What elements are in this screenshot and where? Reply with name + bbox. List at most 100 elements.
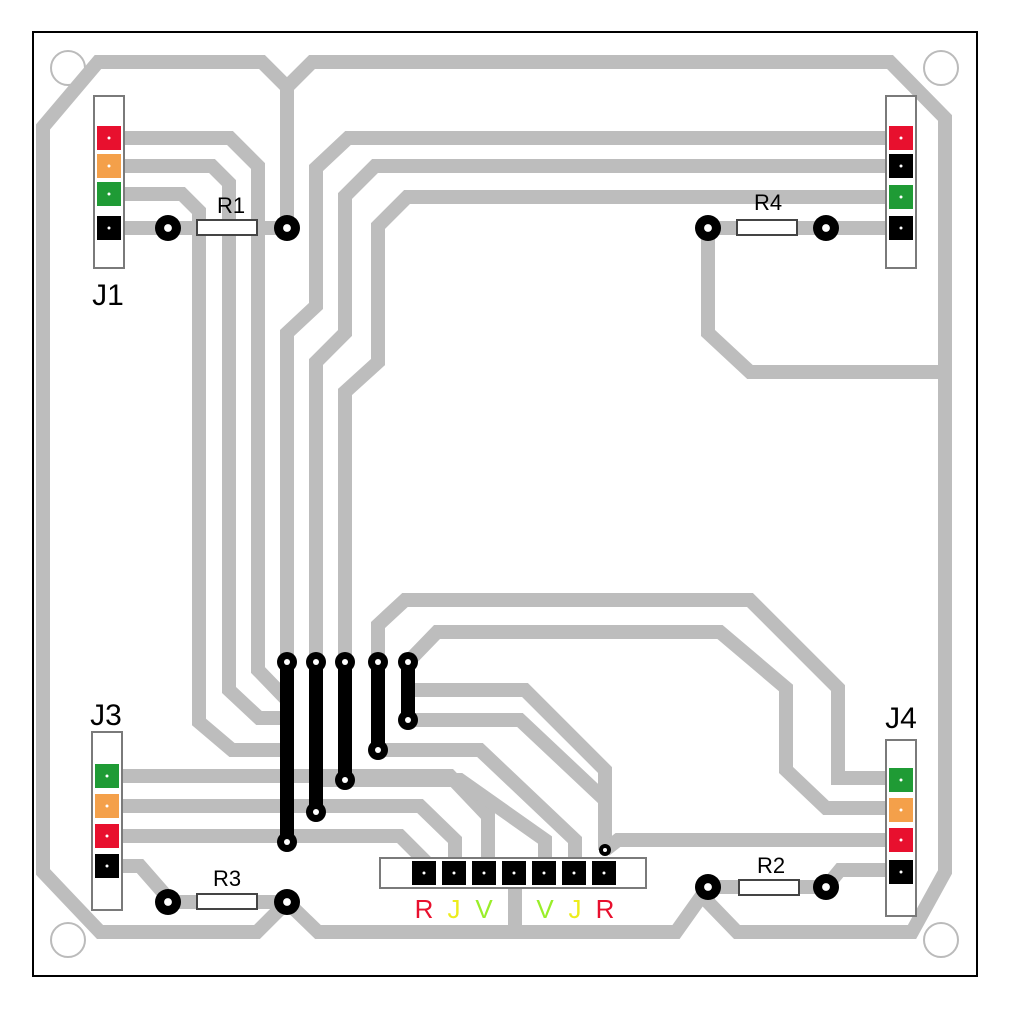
trace-header-r2	[408, 713, 612, 850]
trace-header-j2	[378, 743, 582, 872]
trace-j2-green	[338, 190, 900, 662]
connector-j2	[885, 95, 917, 269]
r4-label: R4	[754, 190, 782, 215]
via-hole	[313, 659, 319, 665]
mounting-hole-icon	[923, 922, 959, 958]
via-hole	[284, 659, 290, 665]
pin-hole	[107, 164, 111, 168]
connector-pins	[889, 126, 913, 240]
mounting-hole-icon	[923, 50, 959, 86]
via-hole	[284, 839, 290, 845]
pin-hole	[899, 778, 903, 782]
via-hole	[164, 224, 172, 232]
mounting-hole-icon	[50, 922, 86, 958]
pin-hole	[899, 870, 903, 874]
trace-j2-black1	[309, 159, 900, 662]
pin-hole	[105, 864, 109, 868]
resistor-r3: R3	[196, 866, 258, 910]
pin-hole	[107, 136, 111, 140]
trace-j2-red	[280, 131, 900, 662]
pin-hole	[482, 871, 486, 875]
via-hole	[342, 659, 348, 665]
header-label: R	[415, 894, 434, 924]
pin-hole	[452, 871, 456, 875]
pin-hole	[107, 192, 111, 196]
via-hole	[704, 883, 712, 891]
pin-hole	[572, 871, 576, 875]
j1-label: J1	[92, 279, 124, 312]
pin-hole	[105, 774, 109, 778]
header-label: J	[448, 894, 461, 924]
j4-label: J4	[885, 702, 917, 735]
trace-jumper-extension	[408, 683, 612, 800]
trace-upper-loop-outer	[371, 593, 900, 785]
pin-hole	[899, 164, 903, 168]
header-label: R	[596, 894, 615, 924]
resistor-r1: R1	[196, 193, 258, 236]
via-hole	[375, 659, 381, 665]
header-pins	[412, 861, 616, 885]
pin-hole	[899, 226, 903, 230]
r2-label: R2	[757, 853, 785, 878]
resistor-icon	[196, 219, 258, 236]
trace-j1-green	[108, 187, 280, 757]
via-hole	[603, 848, 607, 852]
board-outline	[32, 31, 978, 977]
via-hole	[822, 224, 830, 232]
via-hole	[405, 659, 411, 665]
trace-upper-loop-inner	[402, 625, 900, 815]
pin-hole	[422, 871, 426, 875]
pin-hole	[105, 804, 109, 808]
pin-hole	[542, 871, 546, 875]
via-hole	[313, 809, 319, 815]
connector-pins	[95, 764, 119, 878]
pin-hole	[602, 871, 606, 875]
header-label: V	[536, 894, 554, 924]
pin-hole	[107, 226, 111, 230]
via-hole	[375, 747, 381, 753]
resistors: R1 R4 R3 R2	[196, 190, 800, 910]
pin-hole	[899, 195, 903, 199]
copper-traces	[36, 55, 952, 939]
trace-outer-left	[122, 55, 294, 228]
resistor-icon	[738, 879, 800, 896]
via-hole	[342, 777, 348, 783]
resistor-icon	[736, 219, 798, 236]
pin-hole	[105, 834, 109, 838]
vias	[155, 215, 839, 915]
header-label: V	[475, 894, 493, 924]
pin-hole	[899, 808, 903, 812]
connector-pins	[889, 768, 913, 884]
connector-pins	[97, 126, 121, 240]
r3-label: R3	[213, 866, 241, 891]
resistor-icon	[196, 893, 258, 910]
trace-bottom-gnd	[282, 872, 522, 939]
trace-outer-left-wrap	[36, 55, 292, 939]
pin-hole	[899, 838, 903, 842]
via-hole	[405, 717, 411, 723]
trace-j1-orange	[108, 159, 290, 725]
via-hole	[283, 898, 291, 906]
trace-r4-loop	[701, 228, 945, 379]
via-hole	[164, 898, 172, 906]
trace-j3-orange	[108, 799, 462, 872]
pin-hole	[899, 136, 903, 140]
resistor-r2: R2	[738, 853, 800, 896]
resistor-r4: R4	[736, 190, 798, 236]
connector-outline	[885, 95, 917, 269]
header-label: J	[569, 894, 582, 924]
connector-j3: J3	[90, 699, 123, 911]
trace-bottom-gnd-right	[515, 882, 714, 939]
pin-hole	[512, 871, 516, 875]
j3-label: J3	[90, 699, 122, 732]
connector-j1: J1	[92, 95, 125, 312]
via-hole	[283, 224, 291, 232]
connector-j4: J4	[885, 702, 917, 917]
mounting-holes	[50, 50, 959, 958]
via-hole	[704, 224, 712, 232]
connector-outline	[91, 731, 123, 911]
trace-top-right	[282, 55, 952, 939]
